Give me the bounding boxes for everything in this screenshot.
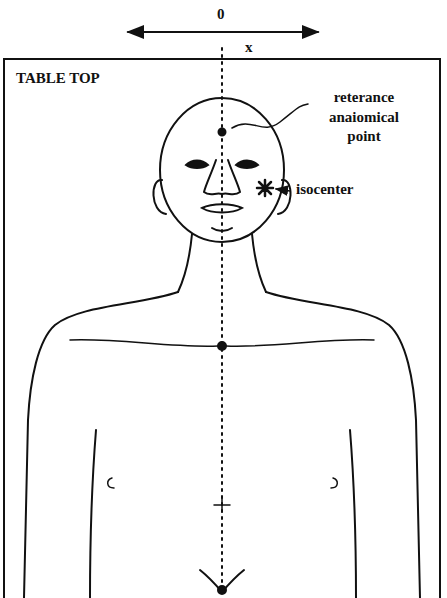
clavicle	[70, 340, 218, 347]
nipple	[108, 478, 114, 488]
axis-origin: 0	[215, 5, 227, 25]
right-torso-edge	[350, 430, 356, 598]
axis-arrow	[128, 31, 318, 33]
region-label: TABLE TOP	[14, 70, 102, 87]
left-ear	[153, 180, 166, 214]
right-ear	[278, 180, 291, 214]
right-shoulder	[266, 292, 420, 598]
nose	[204, 160, 240, 194]
leader-line	[232, 104, 308, 128]
neck	[178, 234, 192, 292]
left-eye	[186, 161, 208, 169]
nipple	[331, 478, 337, 488]
head-outline	[160, 98, 284, 242]
clavicle	[226, 340, 374, 347]
right-eye	[236, 161, 258, 169]
neck	[252, 234, 266, 292]
sternal-notch-point	[218, 342, 226, 350]
xiphoid-mark	[214, 498, 230, 512]
chin	[212, 228, 232, 231]
callout-label: reterance anaiomical point	[310, 88, 418, 147]
left-shoulder	[24, 292, 178, 598]
isocenter-star	[257, 180, 273, 196]
navel-point	[218, 586, 226, 594]
callout-label: isocenter	[294, 180, 355, 200]
reference-point	[219, 129, 226, 136]
left-torso-edge	[90, 430, 96, 598]
mouth	[202, 204, 242, 212]
axis-label: x	[243, 38, 255, 58]
leader-arrow	[276, 189, 290, 191]
